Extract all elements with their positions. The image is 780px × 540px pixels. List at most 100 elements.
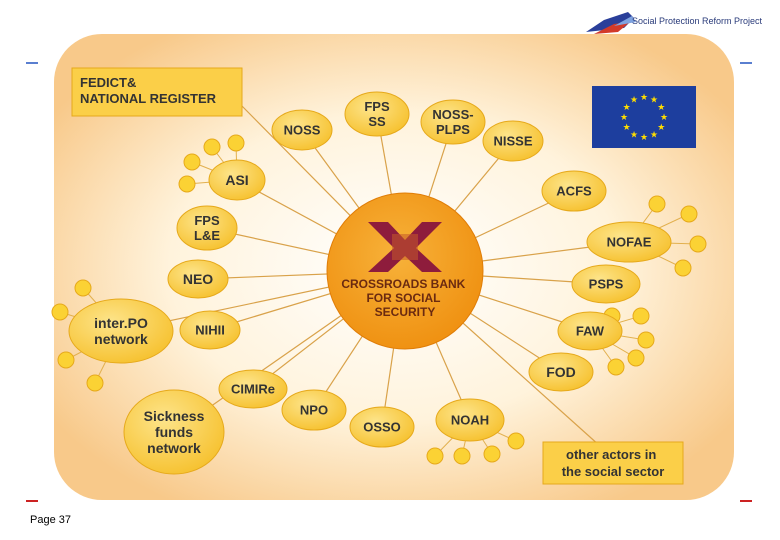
node-acfs: ACFS <box>541 170 607 212</box>
node-fps-ss-label: SS <box>368 114 386 129</box>
node-sickness-label: funds <box>155 424 193 440</box>
node-nisse-label: NISSE <box>493 134 532 149</box>
eu-star-icon: ★ <box>620 112 628 122</box>
center-line-1: CROSSROADS BANK <box>341 277 465 291</box>
svg-text:NOSS: NOSS <box>284 123 321 138</box>
node-npo-label: NPO <box>300 403 328 418</box>
satellite-dot <box>86 374 104 392</box>
node-fod: FOD <box>528 352 594 392</box>
svg-text:NPO: NPO <box>300 403 328 418</box>
eu-star-icon: ★ <box>650 95 658 105</box>
svg-text:FEDICT& NATIONAL REGISTE: FEDICT& NATIONAL REGISTER <box>80 75 217 106</box>
svg-text:ASI: ASI <box>225 172 248 188</box>
node-nofae: NOFAE <box>586 221 672 263</box>
satellite-dot <box>507 432 525 450</box>
node-noss-label: NOSS <box>284 123 321 138</box>
node-asi-label: ASI <box>225 172 248 188</box>
node-cimire-label: CIMIRe <box>231 382 275 397</box>
eu-star-icon: ★ <box>640 132 648 142</box>
node-interpo-label: network <box>94 331 148 347</box>
eu-star-icon: ★ <box>640 92 648 102</box>
node-sickness-label: Sickness <box>144 408 205 424</box>
svg-text:FAW: FAW <box>576 324 605 339</box>
node-psps: PSPS <box>571 264 641 304</box>
corner-box-bottom-right: other actors in the social sector <box>542 441 684 485</box>
node-fps-le-label: L&E <box>194 228 220 243</box>
satellite-dot <box>680 205 698 223</box>
satellite-dot <box>178 175 196 193</box>
fedict-line-1: FEDICT& <box>80 75 136 90</box>
satellite-dot <box>227 134 245 152</box>
node-acfs-label: ACFS <box>556 184 592 199</box>
node-noss-plps-label: PLPS <box>436 122 470 137</box>
svg-text:CIMIRe: CIMIRe <box>231 382 275 397</box>
svg-text:NOFAE: NOFAE <box>607 235 652 250</box>
eu-star-icon: ★ <box>660 112 668 122</box>
node-cimire: CIMIRe <box>218 369 288 409</box>
satellite-dot <box>51 303 69 321</box>
svg-text:NEO: NEO <box>183 271 213 287</box>
svg-text:FOD: FOD <box>546 364 576 380</box>
project-name: Social Protection Reform Project <box>632 16 763 26</box>
eu-star-icon: ★ <box>623 102 631 112</box>
satellite-dot <box>57 351 75 369</box>
project-logo-icon <box>586 12 636 34</box>
fedict-line-2: NATIONAL REGISTER <box>80 91 217 106</box>
node-nihii-label: NIHII <box>195 323 225 338</box>
node-fps-ss-label: FPS <box>364 99 390 114</box>
center-node: CROSSROADS BANK FOR SOCIAL SECURITY <box>326 192 484 350</box>
svg-text:NIHII: NIHII <box>195 323 225 338</box>
svg-text:CROSSROADS BANK FOR SOCI: CROSSROADS BANK FOR SOCIAL SECURITY <box>341 277 468 319</box>
center-line-3: SECURITY <box>375 305 436 319</box>
satellite-dot <box>607 358 625 376</box>
eu-star-icon: ★ <box>623 122 631 132</box>
svg-text:NOAH: NOAH <box>451 413 489 428</box>
node-asi: ASI <box>208 159 266 201</box>
satellite-dot <box>674 259 692 277</box>
node-npo: NPO <box>281 389 347 431</box>
satellite-dot <box>689 235 707 253</box>
node-faw: FAW <box>557 311 623 351</box>
eu-star-icon: ★ <box>650 129 658 139</box>
node-psps-label: PSPS <box>589 277 624 292</box>
eu-star-icon: ★ <box>657 102 665 112</box>
eu-star-icon: ★ <box>630 129 638 139</box>
satellite-dot <box>203 138 221 156</box>
svg-text:other actors in the soci: other actors in the social sector <box>562 447 665 479</box>
node-nofae-label: NOFAE <box>607 235 652 250</box>
svg-text:ACFS: ACFS <box>556 184 592 199</box>
top-left-dash <box>26 62 38 64</box>
top-right-dash <box>740 62 752 64</box>
svg-text:NISSE: NISSE <box>493 134 532 149</box>
node-sickness-label: network <box>147 440 201 456</box>
node-noss: NOSS <box>271 109 333 151</box>
node-interpo-label: inter.PO <box>94 315 148 331</box>
page-number: Page 37 <box>30 514 71 526</box>
svg-text:NOSS-PLPS: NOSS-PLPS <box>432 107 473 137</box>
node-noss-plps: NOSS-PLPS <box>420 99 486 145</box>
satellite-dot <box>426 447 444 465</box>
svg-text:OSSO: OSSO <box>363 420 401 435</box>
eu-flag-icon: ★★★★★★★★★★★★ <box>592 86 696 148</box>
node-noss-plps-label: NOSS- <box>432 107 473 122</box>
svg-text:PSPS: PSPS <box>589 277 624 292</box>
node-fod-label: FOD <box>546 364 576 380</box>
other-actors-line-2: the social sector <box>562 464 665 479</box>
other-actors-line-1: other actors in <box>566 447 656 462</box>
node-noah: NOAH <box>435 398 505 442</box>
satellite-dot <box>632 307 650 325</box>
node-neo-label: NEO <box>183 271 213 287</box>
eu-star-icon: ★ <box>630 95 638 105</box>
satellite-dot <box>453 447 471 465</box>
node-osso: OSSO <box>349 406 415 448</box>
node-fps-le-label: FPS <box>194 213 220 228</box>
satellite-dot <box>637 331 655 349</box>
node-faw-label: FAW <box>576 324 605 339</box>
